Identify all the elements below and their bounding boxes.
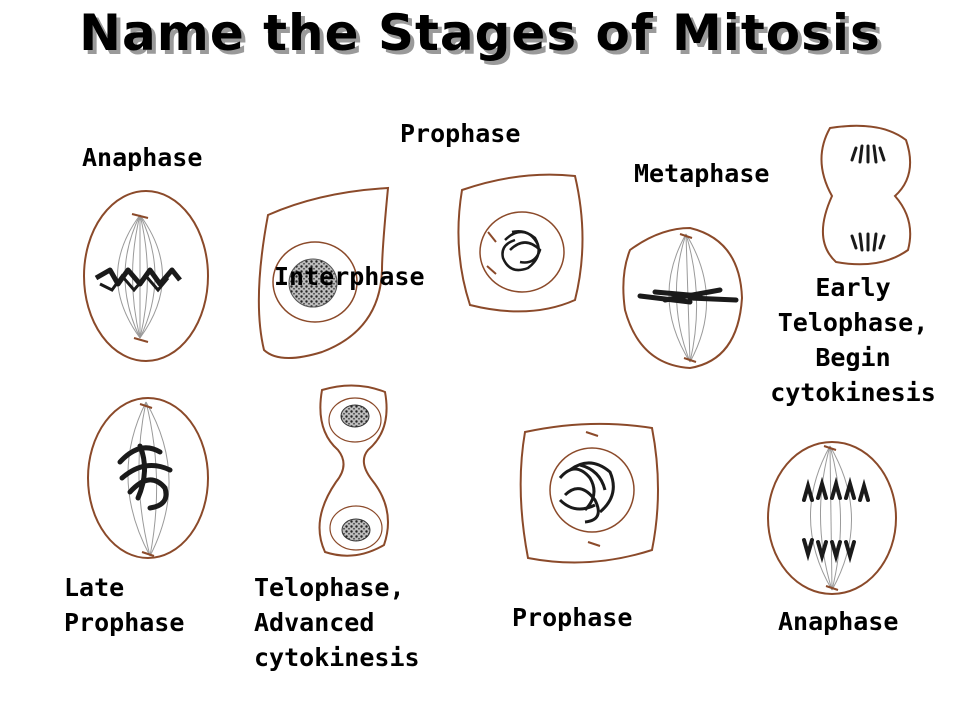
- label-late-prophase: Late Prophase: [64, 573, 185, 637]
- label-interphase: Interphase: [274, 262, 425, 291]
- label-telophase-advanced: Telophase, Advanced cytokinesis: [254, 573, 420, 672]
- label-early-telophase: Early Telophase, Begin cytokinesis: [770, 273, 936, 407]
- label-metaphase: Metaphase: [634, 159, 770, 188]
- cell-early-telophase: [820, 124, 912, 266]
- cell-late-prophase: [87, 397, 209, 559]
- label-prophase-bottom: Prophase: [512, 603, 633, 632]
- cell-metaphase: [622, 226, 744, 370]
- cell-interphase: [257, 186, 390, 359]
- cell-anaphase-top: [83, 190, 209, 362]
- cell-prophase-bottom: [519, 422, 659, 564]
- label-anaphase-bottom: Anaphase: [778, 607, 899, 636]
- cell-anaphase-bottom: [767, 441, 897, 595]
- cell-telophase-advanced: [318, 384, 389, 557]
- page-title: Name the Stages of Mitosis: [79, 4, 881, 62]
- cell-prophase-top: [457, 173, 584, 313]
- label-prophase-top: Prophase: [400, 119, 521, 148]
- label-anaphase-top: Anaphase: [82, 143, 203, 172]
